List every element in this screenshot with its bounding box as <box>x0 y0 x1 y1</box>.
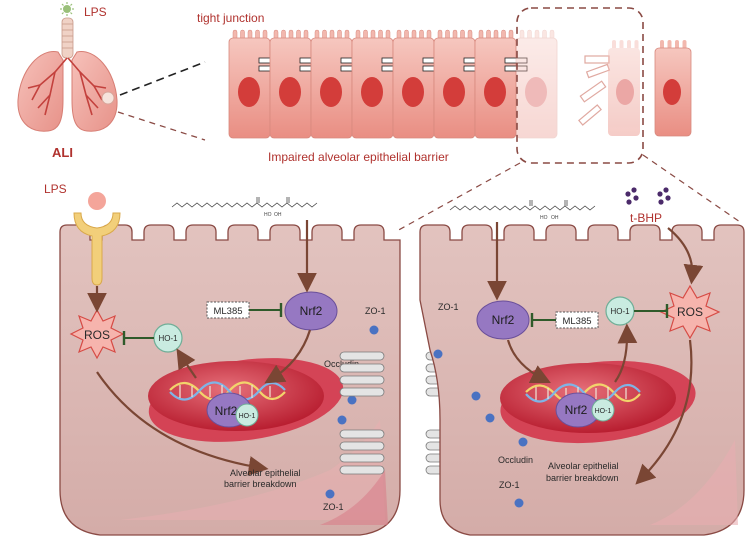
detached-epithelial-cell <box>608 40 640 136</box>
left-arrows <box>87 220 317 476</box>
left-chemical-structure <box>171 197 318 208</box>
right-ml385-box <box>555 311 599 329</box>
right-ros-star <box>659 284 721 340</box>
left-nucleus-ho1-node <box>235 403 259 427</box>
epithelial-cells-row <box>228 29 692 139</box>
tight-junction-label: tight junction <box>197 11 264 25</box>
right-arrows <box>487 222 704 485</box>
zoom-line-right <box>642 154 741 223</box>
tbhp-molecules-icon <box>625 187 671 205</box>
zoom-line-upper <box>119 61 206 96</box>
left-lps-label: LPS <box>44 182 67 196</box>
right-nrf2-label: Nrf2 <box>492 313 515 327</box>
epithelial-cell-right <box>654 40 692 137</box>
left-ml385-label: ML385 <box>213 306 242 317</box>
left-occludin-label: Occludin <box>324 359 359 369</box>
left-zo1-top-label: ZO-1 <box>365 306 386 316</box>
zoom-box <box>516 7 644 164</box>
right-breakdown-line1: Alveolar epithelial <box>548 461 619 471</box>
left-nucleus-nrf2-label: Nrf2 <box>215 404 238 418</box>
right-nucleus-ho1-node <box>591 398 615 422</box>
right-ho1-label: HO-1 <box>610 307 630 316</box>
impaired-barrier-label: Impaired alveolar epithelial barrier <box>268 150 449 164</box>
right-chem-ho: HO <box>540 215 548 221</box>
virus-icon <box>60 2 74 16</box>
zoom-line-left <box>394 162 521 233</box>
zoom-line-lower <box>117 111 206 141</box>
right-nucleus-nrf2-label: Nrf2 <box>565 403 588 417</box>
left-breakdown-line1: Alveolar epithelial <box>230 468 301 478</box>
right-chemical-structure <box>449 200 596 211</box>
right-nrf2-node <box>476 300 530 340</box>
left-zo1-bottom-label: ZO-1 <box>323 502 344 512</box>
left-breakdown-line2: barrier breakdown <box>224 479 297 489</box>
lps-top-label: LPS <box>84 5 107 19</box>
right-ros-label: ROS <box>677 305 703 319</box>
tlr4-receptor-icon <box>73 192 121 286</box>
left-ros-label: ROS <box>84 328 110 342</box>
left-nucleus-ho1-label: HO-1 <box>239 413 256 420</box>
right-occludin-label: Occludin <box>498 455 533 465</box>
right-zo1-bottom-label: ZO-1 <box>499 480 520 490</box>
left-ros-star <box>69 308 125 360</box>
ali-label: ALI <box>52 145 73 160</box>
left-chem-oh: OH <box>274 212 282 218</box>
lung-illustration <box>17 2 118 132</box>
epithelial-cell <box>474 29 528 139</box>
tbhp-label: t-BHP <box>630 211 662 225</box>
left-zo1-dot <box>369 325 379 335</box>
epithelial-cell <box>515 29 558 139</box>
left-nrf2-label: Nrf2 <box>300 304 323 318</box>
right-ml385-label: ML385 <box>562 316 591 327</box>
right-breakdown-line2: barrier breakdown <box>546 473 619 483</box>
right-nucleus-ho1-label: HO-1 <box>595 408 612 415</box>
right-zo1-top-label: ZO-1 <box>438 302 459 312</box>
right-chem-oh: OH <box>551 215 559 221</box>
left-chem-ho: HO <box>264 212 272 218</box>
left-ho1-label: HO-1 <box>158 334 178 343</box>
